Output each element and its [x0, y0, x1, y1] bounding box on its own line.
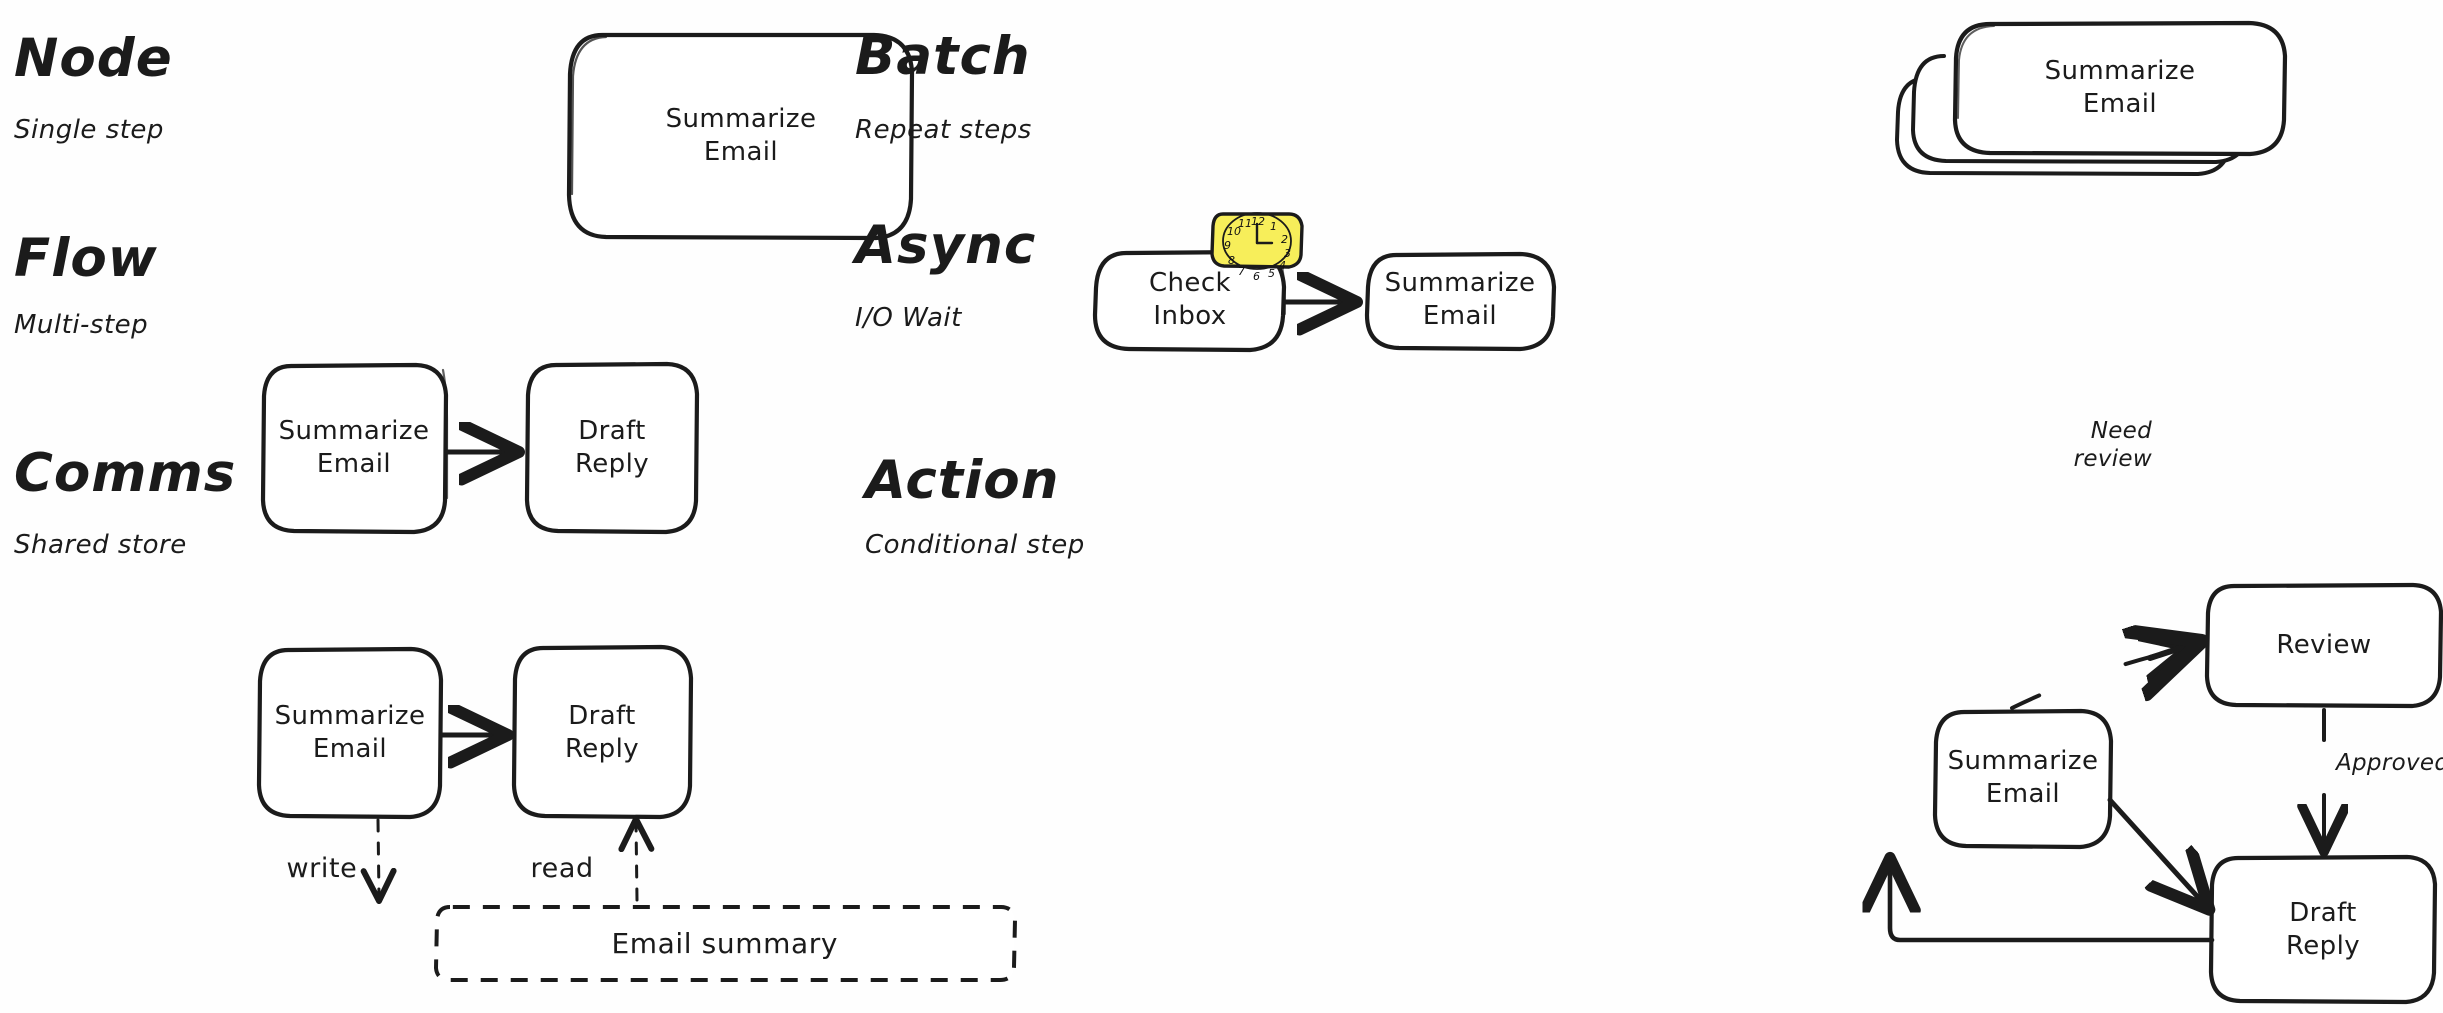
clock-number-8: 8 [1228, 254, 1235, 267]
section-title-action: Action [865, 450, 1060, 511]
async-summarize-box[interactable] [1364, 251, 1557, 352]
comms-store-label: Email summary [611, 926, 839, 960]
section-subtitle-batch: Repeat steps [855, 115, 1032, 145]
comms-edge-label-read: read [530, 852, 594, 884]
section-title-flow: Flow [14, 228, 158, 289]
section-title-comms: Comms [14, 443, 237, 504]
clock-icon [1210, 212, 1304, 270]
batch-summarize-stack[interactable] [1895, 20, 2288, 176]
clock-number-1: 1 [1270, 220, 1277, 233]
flow-summarize-box[interactable] [260, 362, 449, 535]
action-edge-draft-to-summarize [1890, 862, 2215, 943]
clock-number-7: 7 [1238, 265, 1245, 278]
flow-draft-box[interactable] [524, 361, 700, 535]
clock-number-6: 6 [1253, 270, 1260, 283]
comms-edge-write [360, 818, 397, 904]
action-edge-summarize-to-draft [2107, 797, 2206, 906]
action-edge-need-review [2010, 643, 2196, 710]
clock-number-3: 3 [1284, 247, 1291, 260]
section-subtitle-action: Conditional step [865, 530, 1085, 560]
comms-summarize-box[interactable] [256, 646, 444, 820]
section-subtitle-comms: Shared store [14, 530, 187, 560]
section-subtitle-async: I/O Wait [855, 303, 962, 333]
clock-number-5: 5 [1268, 267, 1275, 280]
action-summarize-box[interactable] [1932, 708, 2114, 850]
comms-draft-box[interactable] [511, 644, 694, 820]
action-draft-box[interactable] [2208, 854, 2438, 1005]
section-subtitle-flow: Multi-step [14, 310, 149, 340]
section-subtitle-node: Single step [14, 115, 164, 145]
clock-number-4: 4 [1279, 259, 1286, 272]
comms-edge-label-write: write [286, 852, 358, 884]
clock-number-10: 10 [1227, 225, 1241, 238]
comms-store-box[interactable] [434, 905, 1017, 982]
action-edge-label-approved: Approved [2336, 750, 2443, 776]
clock-number-9: 9 [1224, 239, 1231, 252]
clock-number-12: 12 [1251, 215, 1265, 228]
section-title-node: Node [14, 28, 173, 89]
clock-number-11: 11 [1238, 217, 1252, 230]
section-title-async: Async [855, 215, 1037, 276]
section-title-batch: Batch [855, 26, 1031, 87]
comms-edge-read [618, 816, 655, 902]
node-summarize-box[interactable] [566, 32, 915, 241]
clock-number-2: 2 [1281, 233, 1288, 246]
action-review-box[interactable] [2204, 582, 2443, 709]
action-edge-label-need-review: Need review [2073, 418, 2152, 472]
